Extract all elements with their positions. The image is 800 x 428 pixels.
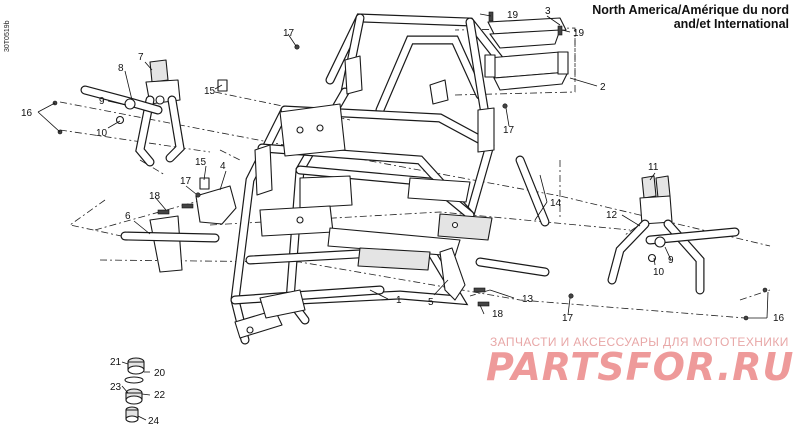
region-label-line1: North America/Amérique du nord xyxy=(592,3,789,17)
callout-24: 24 xyxy=(148,416,160,427)
callout-17-bottom: 17 xyxy=(562,313,574,324)
callout-numbers: 3 19 19 2 17 17 7 8 9 10 16 15 15 4 17 1… xyxy=(21,6,785,427)
callout-19-right: 19 xyxy=(573,28,585,39)
callout-11: 11 xyxy=(648,162,659,173)
watermark-logo: PARTSFOR.RU xyxy=(486,345,794,389)
callout-16-right: 16 xyxy=(773,313,785,324)
callout-14: 14 xyxy=(550,198,562,209)
callout-21: 21 xyxy=(110,357,122,368)
callout-8: 8 xyxy=(118,63,124,74)
callout-2: 2 xyxy=(600,82,606,93)
leader-lines xyxy=(37,13,769,421)
left-footrest-assembly xyxy=(80,59,185,167)
rear-rack-support xyxy=(484,11,569,91)
callout-7: 7 xyxy=(138,52,144,63)
callout-10-left: 10 xyxy=(96,128,108,139)
callout-13: 13 xyxy=(522,294,534,305)
callout-15-mid: 15 xyxy=(195,157,207,168)
callout-10-right: 10 xyxy=(653,267,665,278)
callout-4: 4 xyxy=(220,161,226,172)
callout-23: 23 xyxy=(110,382,122,393)
callout-18-left: 18 xyxy=(149,191,161,202)
callout-3: 3 xyxy=(545,6,551,17)
callout-20: 20 xyxy=(154,368,166,379)
callout-17-top: 17 xyxy=(283,28,295,39)
callout-16-left: 16 xyxy=(21,108,33,119)
bushing-stack xyxy=(124,357,145,423)
right-footrest-assembly xyxy=(607,175,740,295)
callout-15-top: 15 xyxy=(204,86,216,97)
callout-17-right: 17 xyxy=(503,125,515,136)
callout-9-right: 9 xyxy=(668,255,674,266)
region-label-line2: and/et International xyxy=(674,17,789,31)
callout-18-right: 18 xyxy=(492,309,504,320)
watermark-tagline: ЗАПЧАСТИ И АКСЕССУАРЫ ДЛЯ МОТОТЕХНИКИ xyxy=(490,335,789,349)
side-brackets xyxy=(52,44,768,321)
callout-12: 12 xyxy=(606,210,618,221)
callout-5: 5 xyxy=(428,297,434,308)
callout-9-left: 9 xyxy=(99,96,105,107)
reference-code: 30T0519b xyxy=(4,20,11,52)
callout-1: 1 xyxy=(396,295,402,306)
callout-6: 6 xyxy=(125,211,131,222)
callout-17-left: 17 xyxy=(180,176,192,187)
callout-19-top: 19 xyxy=(507,10,519,21)
main-frame xyxy=(230,13,505,345)
callout-22: 22 xyxy=(154,390,166,401)
